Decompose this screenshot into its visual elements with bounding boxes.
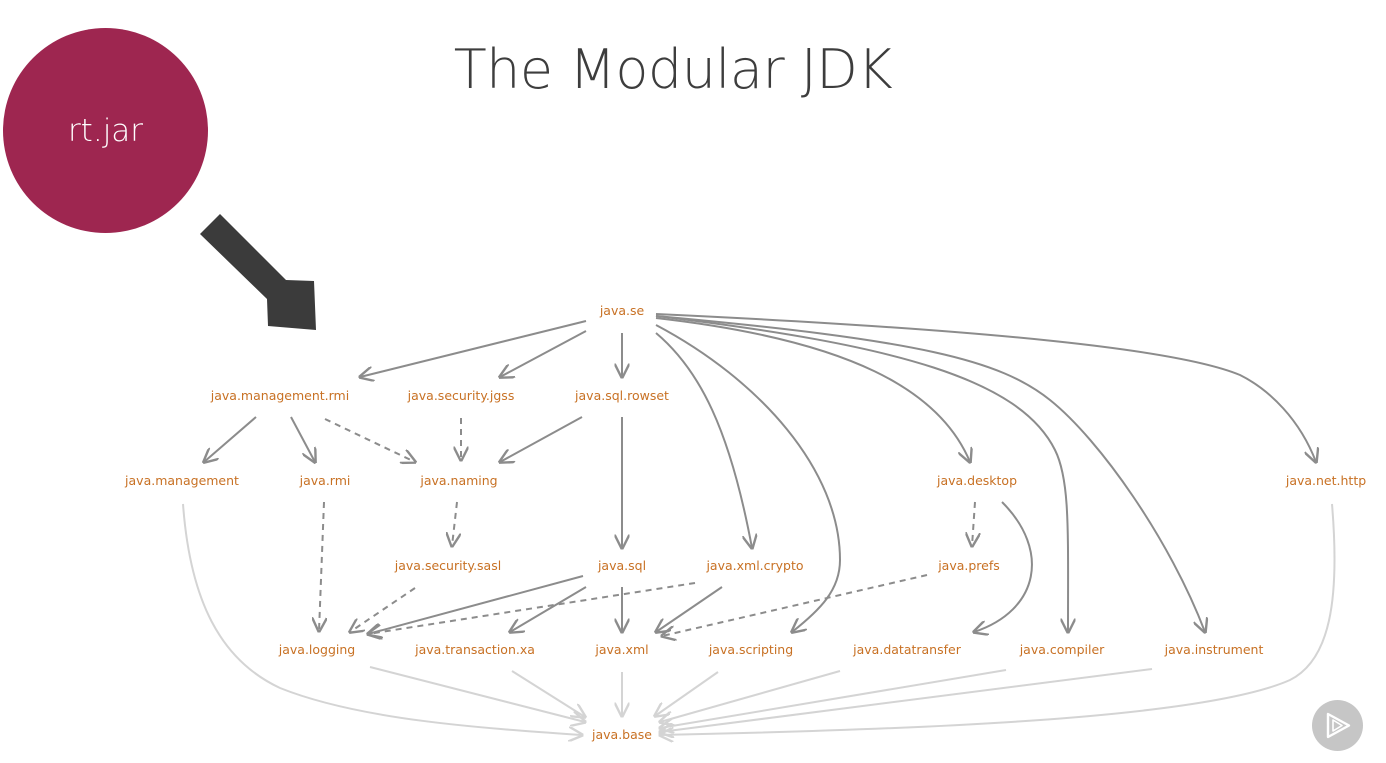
module-java-naming: java.naming <box>419 473 497 488</box>
module-labels: java.se java.management.rmi java.securit… <box>124 303 1366 742</box>
module-java-net-http: java.net.http <box>1285 473 1366 488</box>
module-java-rmi: java.rmi <box>299 473 351 488</box>
module-java-xml-crypto: java.xml.crypto <box>705 558 803 573</box>
module-java-desktop: java.desktop <box>936 473 1017 488</box>
module-java-prefs: java.prefs <box>937 558 1000 573</box>
module-java-datatransfer: java.datatransfer <box>852 642 962 657</box>
rt-jar-circle: rt.jar <box>3 28 208 233</box>
module-java-management-rmi: java.management.rmi <box>210 388 349 403</box>
module-java-base: java.base <box>591 727 652 742</box>
module-java-security-jgss: java.security.jgss <box>407 388 515 403</box>
module-java-logging: java.logging <box>278 642 355 657</box>
module-java-scripting: java.scripting <box>708 642 793 657</box>
module-java-management: java.management <box>124 473 239 488</box>
play-icon <box>1312 700 1363 751</box>
module-java-compiler: java.compiler <box>1019 642 1105 657</box>
module-java-sql: java.sql <box>597 558 646 573</box>
module-java-se: java.se <box>599 303 645 318</box>
callout-arrow <box>200 214 316 330</box>
module-java-sql-rowset: java.sql.rowset <box>574 388 669 403</box>
module-java-security-sasl: java.security.sasl <box>394 558 501 573</box>
slide-title: The Modular JDK <box>453 38 893 101</box>
rt-jar-label: rt.jar <box>67 112 144 149</box>
dependency-edges <box>204 313 1316 634</box>
module-java-transaction-xa: java.transaction.xa <box>414 642 535 657</box>
base-edges <box>182 503 1336 735</box>
module-java-xml: java.xml <box>594 642 648 657</box>
dashed-dependency-edges <box>319 418 975 636</box>
module-java-instrument: java.instrument <box>1164 642 1264 657</box>
